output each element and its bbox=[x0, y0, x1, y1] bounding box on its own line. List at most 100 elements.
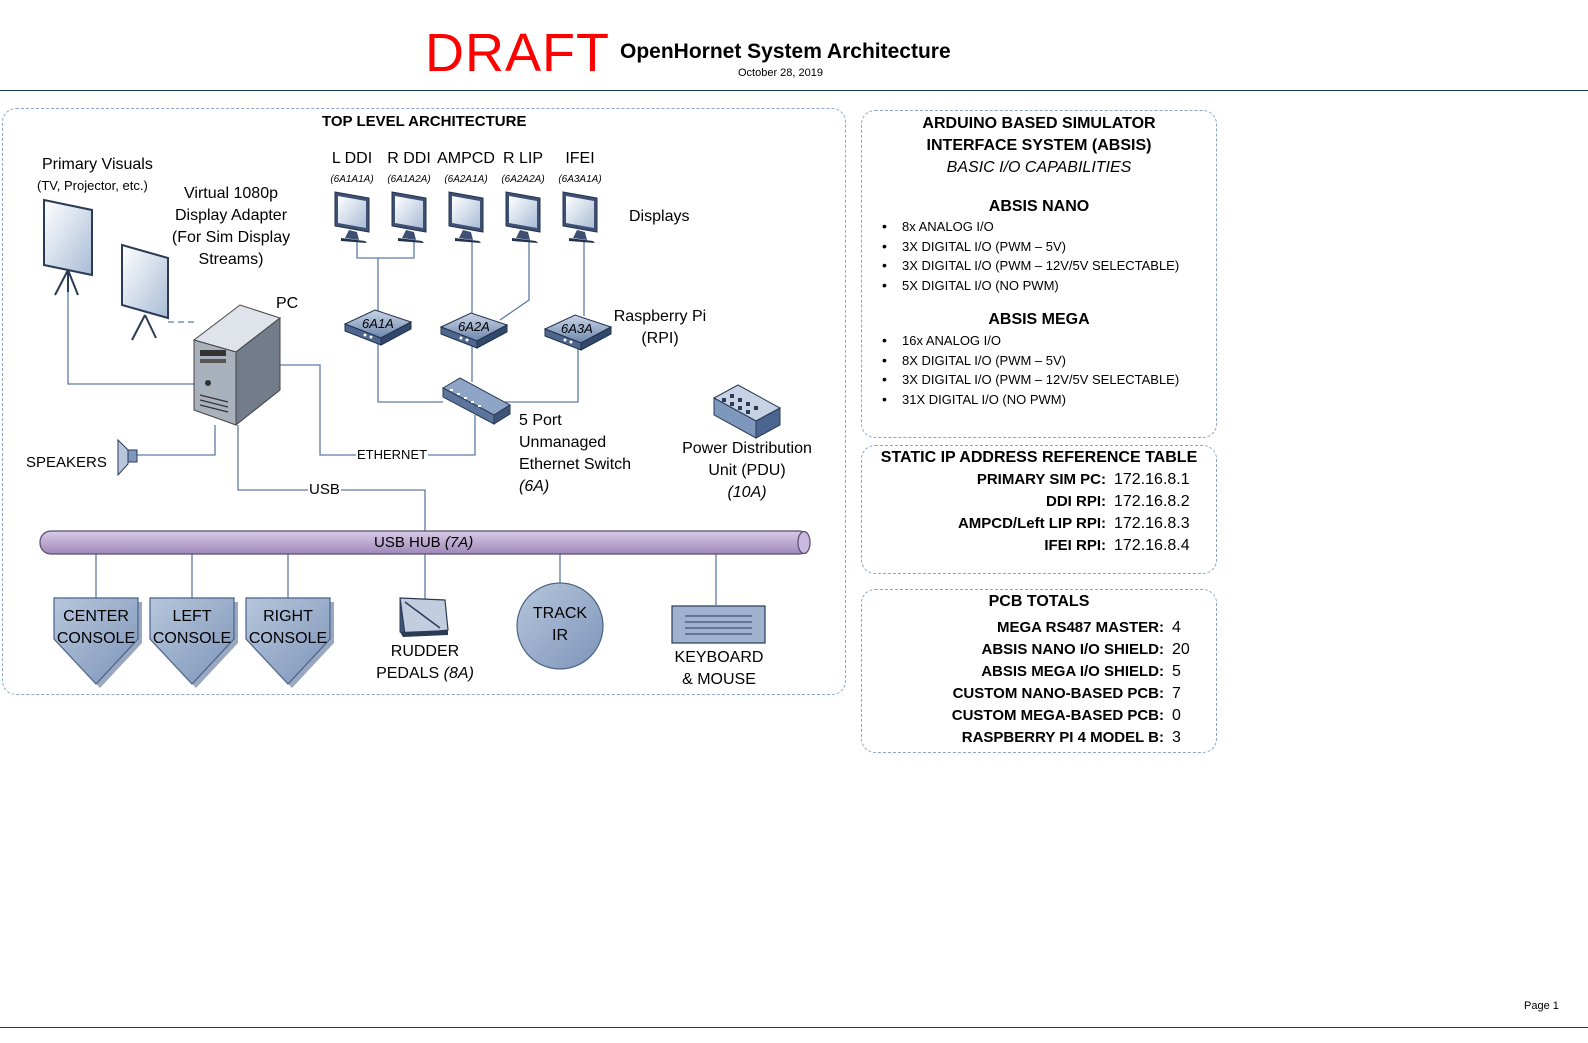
usb-hub-name: USB HUB bbox=[374, 534, 441, 551]
raspberry-pi-icon bbox=[439, 312, 509, 349]
absis-nano-list: 8x ANALOG I/O3X DIGITAL I/O (PWM – 5V)3X… bbox=[876, 217, 1179, 295]
table-row-key: DDI RPI: bbox=[1046, 493, 1106, 510]
capability-item: 3X DIGITAL I/O (PWM – 12V/5V SELECTABLE) bbox=[876, 256, 1179, 276]
trackir-icon bbox=[516, 582, 604, 670]
trackir-label-line1: TRACK bbox=[532, 605, 588, 622]
page-number: Page 1 bbox=[1524, 1000, 1559, 1012]
trackir-label-line2: IR bbox=[552, 627, 568, 644]
capability-item: 3X DIGITAL I/O (PWM – 5V) bbox=[876, 237, 1179, 257]
display-name-label: IFEI bbox=[565, 150, 595, 167]
keyboard-label-line2: & MOUSE bbox=[682, 671, 756, 688]
monitor-icon bbox=[505, 191, 541, 243]
console-label-line1: CENTER bbox=[63, 608, 129, 625]
console-icon bbox=[149, 597, 238, 688]
capability-item: 8x ANALOG I/O bbox=[876, 217, 1179, 237]
table-row-key: ABSIS NANO I/O SHIELD: bbox=[981, 641, 1164, 658]
absis-mega-list: 16x ANALOG I/O8X DIGITAL I/O (PWM – 5V)3… bbox=[876, 331, 1179, 409]
monitor-icon bbox=[448, 191, 484, 243]
display-id-label: (6A3A1A) bbox=[558, 174, 602, 185]
usb-hub-id: (7A) bbox=[444, 534, 474, 551]
pdu-label-line1: Power Distribution bbox=[682, 440, 812, 457]
rpi-label-line1: Raspberry Pi bbox=[613, 308, 707, 325]
usb-hub-bar bbox=[39, 530, 811, 555]
header-rule bbox=[0, 90, 1588, 91]
absis-title-line2: INTERFACE SYSTEM (ABSIS) bbox=[926, 137, 1152, 154]
virtual-adapter-line1: Virtual 1080p bbox=[184, 185, 278, 202]
displays-label: Displays bbox=[629, 208, 690, 225]
display-name-label: L DDI bbox=[331, 150, 373, 167]
display-name-label: AMPCD bbox=[437, 150, 495, 167]
virtual-adapter-line4: Streams) bbox=[198, 251, 264, 268]
rudder-label-line1: RUDDER bbox=[390, 643, 460, 660]
table-row-key: ABSIS MEGA I/O SHIELD: bbox=[981, 663, 1164, 680]
virtual-adapter-line2: Display Adapter bbox=[174, 207, 288, 224]
page-date: October 28, 2019 bbox=[738, 67, 824, 79]
monitor-icon bbox=[562, 191, 598, 243]
primary-visuals-label: Primary Visuals bbox=[42, 156, 153, 173]
keyboard-icon bbox=[671, 605, 766, 644]
display-id-label: (6A1A2A) bbox=[387, 174, 431, 185]
console-label-line1: RIGHT bbox=[263, 608, 313, 625]
footer-rule bbox=[0, 1027, 1588, 1028]
virtual-display-screen-icon bbox=[121, 243, 169, 341]
table-row-key: IFEI RPI: bbox=[1044, 537, 1106, 554]
capability-item: 31X DIGITAL I/O (NO PWM) bbox=[876, 390, 1179, 410]
page-title: OpenHornet System Architecture bbox=[620, 40, 951, 63]
pdu-label-line2: Unit (PDU) bbox=[708, 462, 786, 479]
display-id-label: (6A1A1A) bbox=[330, 174, 374, 185]
pc-tower-icon bbox=[192, 304, 282, 427]
table-row-value: 172.16.8.3 bbox=[1114, 515, 1190, 532]
table-row-key: CUSTOM NANO-BASED PCB: bbox=[952, 685, 1164, 702]
top-level-title: TOP LEVEL ARCHITECTURE bbox=[322, 113, 527, 130]
display-name-label: R DDI bbox=[387, 150, 431, 167]
virtual-adapter-line3: (For Sim Display bbox=[171, 229, 291, 246]
console-label-line2: CONSOLE bbox=[56, 630, 136, 647]
table-row-key: AMPCD/Left LIP RPI: bbox=[957, 515, 1106, 532]
capability-item: 3X DIGITAL I/O (PWM – 12V/5V SELECTABLE) bbox=[876, 370, 1179, 390]
rpi-6A2A-label: 6A2A bbox=[458, 319, 490, 334]
absis-subtitle: BASIC I/O CAPABILITIES bbox=[946, 159, 1132, 176]
table-row-value: 5 bbox=[1172, 663, 1181, 680]
console-label-line2: CONSOLE bbox=[248, 630, 328, 647]
table-row-key: PRIMARY SIM PC: bbox=[976, 471, 1106, 488]
primary-visuals-sub: (TV, Projector, etc.) bbox=[37, 178, 148, 193]
pc-label: PC bbox=[276, 295, 299, 312]
table-row-key: CUSTOM MEGA-BASED PCB: bbox=[951, 707, 1164, 724]
rpi-label-line2: (RPI) bbox=[641, 330, 679, 347]
rudder-label-line2: PEDALS (8A) bbox=[370, 663, 480, 685]
ethernet-label: ETHERNET bbox=[356, 444, 429, 466]
console-icon bbox=[245, 597, 334, 688]
table-row-value: 7 bbox=[1172, 685, 1181, 702]
switch-label-line3: Ethernet Switch bbox=[519, 456, 632, 473]
switch-id: (6A) bbox=[519, 478, 550, 495]
monitor-icon bbox=[391, 191, 427, 243]
switch-label-line2: Unmanaged bbox=[519, 434, 607, 451]
absis-panel bbox=[861, 110, 1217, 438]
table-row-value: 0 bbox=[1172, 707, 1181, 724]
table-row-value: 4 bbox=[1172, 619, 1181, 636]
absis-title-line1: ARDUINO BASED SIMULATOR bbox=[922, 115, 1156, 132]
rudder-pedals-icon bbox=[399, 597, 449, 637]
pcb-totals-panel bbox=[861, 589, 1217, 753]
display-id-label: (6A2A2A) bbox=[501, 174, 545, 185]
display-id-label: (6A2A1A) bbox=[444, 174, 488, 185]
rpi-6A1A-label: 6A1A bbox=[362, 316, 394, 331]
keyboard-label-line1: KEYBOARD bbox=[674, 649, 764, 666]
table-row-value: 172.16.8.1 bbox=[1114, 471, 1190, 488]
raspberry-pi-icon bbox=[543, 314, 613, 351]
primary-visuals-screen-icon bbox=[43, 198, 93, 296]
raspberry-pi-icon bbox=[343, 309, 413, 346]
rudder-id: (8A) bbox=[443, 665, 474, 682]
draft-watermark: DRAFT bbox=[425, 23, 610, 83]
capability-item: 5X DIGITAL I/O (NO PWM) bbox=[876, 276, 1179, 296]
usb-hub-label: USB HUB (7A) bbox=[374, 532, 473, 554]
speaker-icon bbox=[117, 438, 138, 477]
console-label-line2: CONSOLE bbox=[152, 630, 232, 647]
table-row-value: 3 bbox=[1172, 729, 1181, 746]
rpi-6A3A-label: 6A3A bbox=[561, 321, 593, 336]
ip-table-title: STATIC IP ADDRESS REFERENCE TABLE bbox=[880, 449, 1198, 466]
table-row-value: 172.16.8.2 bbox=[1114, 493, 1190, 510]
capability-item: 16x ANALOG I/O bbox=[876, 331, 1179, 351]
table-row-value: 20 bbox=[1172, 641, 1190, 658]
absis-mega-title: ABSIS MEGA bbox=[988, 311, 1090, 328]
